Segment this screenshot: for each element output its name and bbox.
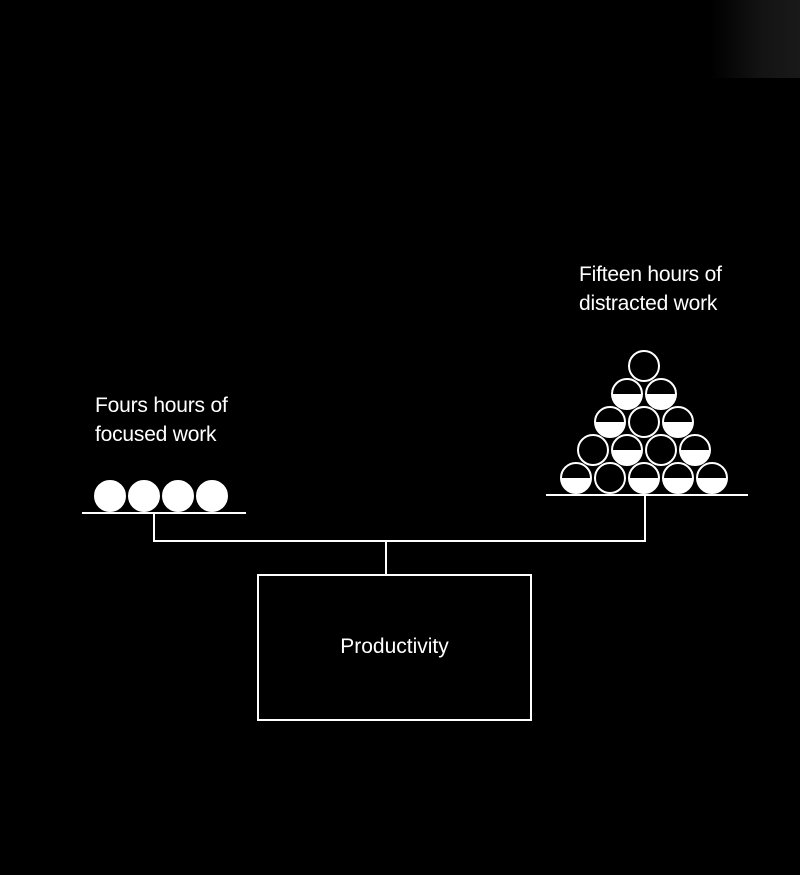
focused-work-label-line1: Fours hours of xyxy=(95,394,228,417)
focused-unit-3-body xyxy=(162,480,194,512)
distracted-unit-9-outline xyxy=(645,434,677,466)
productivity-label: Productivity xyxy=(340,635,449,658)
distracted-unit-1-outline xyxy=(628,350,660,382)
distracted-unit-12 xyxy=(594,462,626,494)
distracted-unit-10-fill xyxy=(680,450,710,465)
distracted-unit-2 xyxy=(611,378,643,410)
distracted-unit-11-fill xyxy=(561,478,591,493)
distracted-units xyxy=(560,350,728,494)
focused-unit-2 xyxy=(128,480,160,512)
distracted-unit-15 xyxy=(696,462,728,494)
distracted-unit-7-outline xyxy=(577,434,609,466)
distracted-work-label-line2: distracted work xyxy=(579,292,718,315)
focused-unit-4 xyxy=(196,480,228,512)
distracted-unit-4-fill xyxy=(595,422,625,437)
distracted-unit-12-outline xyxy=(594,462,626,494)
focused-work-label: Fours hours of focused work xyxy=(95,391,228,449)
distracted-unit-10 xyxy=(679,434,711,466)
distracted-unit-5-outline xyxy=(628,406,660,438)
distracted-unit-3-fill xyxy=(646,394,676,409)
distracted-unit-15-outline xyxy=(696,462,728,494)
distracted-unit-4-outline xyxy=(594,406,626,438)
distracted-work-label-line1: Fifteen hours of xyxy=(579,263,722,286)
distracted-unit-5 xyxy=(628,406,660,438)
distracted-unit-11 xyxy=(560,462,592,494)
distracted-unit-6-outline xyxy=(662,406,694,438)
distracted-unit-6 xyxy=(662,406,694,438)
connector-lines xyxy=(82,494,748,721)
distracted-unit-13 xyxy=(628,462,660,494)
focused-unit-2-body xyxy=(128,480,160,512)
focused-unit-1-body xyxy=(94,480,126,512)
focused-unit-1 xyxy=(94,480,126,512)
distracted-unit-10-outline xyxy=(679,434,711,466)
distracted-unit-15-fill xyxy=(697,478,727,493)
distracted-unit-11-outline xyxy=(560,462,592,494)
distracted-unit-8-outline xyxy=(611,434,643,466)
distracted-unit-2-fill xyxy=(612,394,642,409)
focused-unit-3 xyxy=(162,480,194,512)
focused-units xyxy=(94,480,228,512)
distracted-unit-14-outline xyxy=(662,462,694,494)
distracted-unit-3-outline xyxy=(645,378,677,410)
distracted-unit-4 xyxy=(594,406,626,438)
distracted-unit-7 xyxy=(577,434,609,466)
distracted-unit-13-fill xyxy=(629,478,659,493)
corner-artifact xyxy=(710,0,800,78)
distracted-unit-8 xyxy=(611,434,643,466)
distracted-unit-14-fill xyxy=(663,478,693,493)
distracted-unit-6-fill xyxy=(663,422,693,437)
distracted-unit-8-fill xyxy=(612,450,642,465)
focused-unit-4-body xyxy=(196,480,228,512)
balance-beam xyxy=(153,495,646,542)
distracted-unit-3 xyxy=(645,378,677,410)
distracted-unit-1 xyxy=(628,350,660,382)
distracted-unit-13-outline xyxy=(628,462,660,494)
distracted-unit-14 xyxy=(662,462,694,494)
distracted-unit-2-outline xyxy=(611,378,643,410)
productivity-box xyxy=(257,574,532,721)
distracted-work-label: Fifteen hours of distracted work xyxy=(579,260,722,318)
focused-work-label-line2: focused work xyxy=(95,423,217,446)
distracted-unit-9 xyxy=(645,434,677,466)
